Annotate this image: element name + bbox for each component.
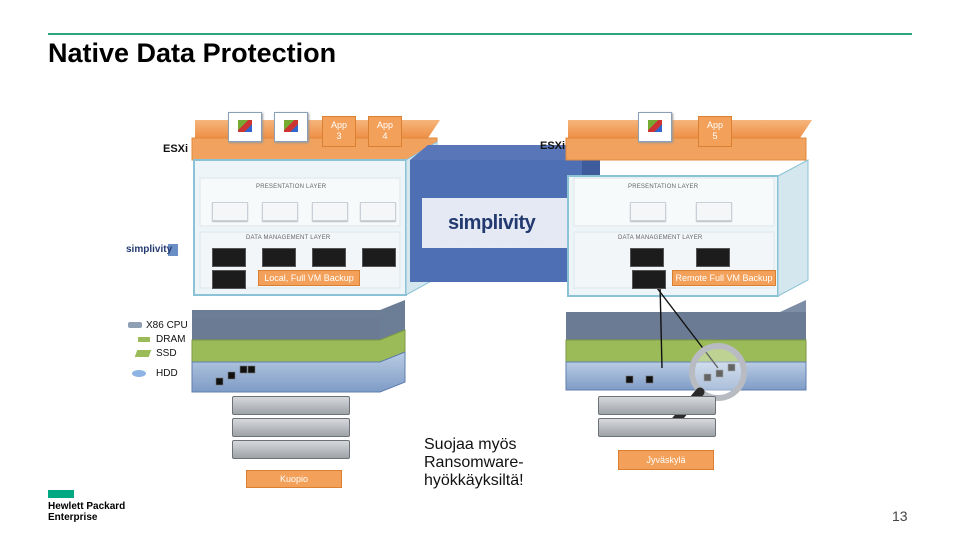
left-stack-hdd xyxy=(191,351,406,393)
app-tile-4[interactable]: App 4 xyxy=(368,116,402,147)
left-vm-4[interactable] xyxy=(360,202,396,221)
small-simplivity-text: simplivity xyxy=(126,244,173,255)
right-esxi-label: ESXi xyxy=(540,140,566,152)
left-server-3 xyxy=(232,440,350,459)
left-dm-vm-4[interactable] xyxy=(362,248,396,267)
right-dm-vm-1[interactable] xyxy=(630,248,664,267)
left-dm-label: DATA MANAGEMENT LAYER xyxy=(246,235,331,241)
legend-hdd: HDD xyxy=(156,368,178,379)
center-brand: simplivity xyxy=(448,212,536,234)
right-stack-cpu-top xyxy=(566,300,806,312)
right-esxi-slab xyxy=(565,137,807,161)
legend-dram: DRAM xyxy=(156,334,186,345)
ransomware-callout: Suojaa myös Ransomware-hyökkäyksiltä! xyxy=(424,436,524,489)
app-2-icon xyxy=(284,120,298,132)
center-top xyxy=(410,145,600,160)
left-dm-vm-2[interactable] xyxy=(262,248,296,267)
hpe-logo-mark xyxy=(48,490,74,498)
right-side-face xyxy=(777,159,809,297)
app-4-label: App 4 xyxy=(376,120,393,141)
right-hdd-blocks xyxy=(625,363,736,384)
right-vm-2[interactable] xyxy=(696,202,732,221)
right-site-label: Jyväskylä xyxy=(618,450,714,470)
right-vm-1[interactable] xyxy=(630,202,666,221)
app-5-label: App 5 xyxy=(706,120,723,141)
left-esxi-label: ESXi xyxy=(163,143,189,155)
right-presentation-label: PRESENTATION LAYER xyxy=(628,184,699,190)
left-vm-2[interactable] xyxy=(262,202,298,221)
left-hdd-blocks xyxy=(215,365,256,386)
left-server-2 xyxy=(232,418,350,437)
legend-cpu: X86 CPU xyxy=(146,320,188,331)
app-tile-3[interactable]: App 3 xyxy=(322,116,356,147)
left-site-label: Kuopio xyxy=(246,470,342,488)
right-backup-label: Remote Full VM Backup xyxy=(672,270,776,286)
left-backup-label: Local, Full VM Backup xyxy=(258,270,360,286)
right-host xyxy=(565,120,812,391)
page-title: Native Data Protection xyxy=(48,38,337,68)
title-rule xyxy=(48,33,912,35)
right-dm-label: DATA MANAGEMENT LAYER xyxy=(618,235,703,241)
center-subtitle: DATA VIRTUALIZATION PLATFORM xyxy=(438,240,543,246)
app-tile-right-1[interactable] xyxy=(638,112,672,142)
center-panel xyxy=(422,198,570,248)
dram-icon xyxy=(138,337,150,342)
hdd-icon xyxy=(132,370,146,377)
app-tile-5[interactable]: App 5 xyxy=(698,116,732,147)
right-server-1 xyxy=(598,396,716,415)
app-tile-2[interactable] xyxy=(274,112,308,142)
ssd-icon xyxy=(134,350,152,357)
small-simplivity-logo xyxy=(168,244,178,256)
right-stack-ssd xyxy=(565,339,807,363)
app-tile-1[interactable] xyxy=(228,112,262,142)
connector-left xyxy=(653,283,719,369)
right-dm-vm-2[interactable] xyxy=(696,248,730,267)
right-server-2 xyxy=(598,418,716,437)
app-3-label: App 3 xyxy=(330,120,347,141)
left-dm-vm-3[interactable] xyxy=(312,248,346,267)
right-stack-hdd xyxy=(565,361,807,391)
legend-ssd: SSD xyxy=(156,348,177,359)
hpe-logo-line2: Enterprise xyxy=(48,512,98,523)
hpe-logo-line1: Hewlett Packard xyxy=(48,501,126,512)
right-esxi-top xyxy=(568,120,812,138)
left-presentation-label: PRESENTATION LAYER xyxy=(256,184,327,190)
app-right-1-icon xyxy=(648,120,662,132)
left-vm-1[interactable] xyxy=(212,202,248,221)
left-stack-cpu xyxy=(192,318,380,340)
right-backup-vm[interactable] xyxy=(632,270,666,289)
page-number: 13 xyxy=(892,508,908,524)
connector-right xyxy=(659,283,663,369)
left-server-1 xyxy=(232,396,350,415)
left-dm-vm-1[interactable] xyxy=(212,248,246,267)
app-1-icon xyxy=(238,120,252,132)
cpu-chip-icon xyxy=(128,322,142,328)
left-vm-3[interactable] xyxy=(312,202,348,221)
right-presentation-band xyxy=(573,177,775,227)
left-backup-vm[interactable] xyxy=(212,270,246,289)
